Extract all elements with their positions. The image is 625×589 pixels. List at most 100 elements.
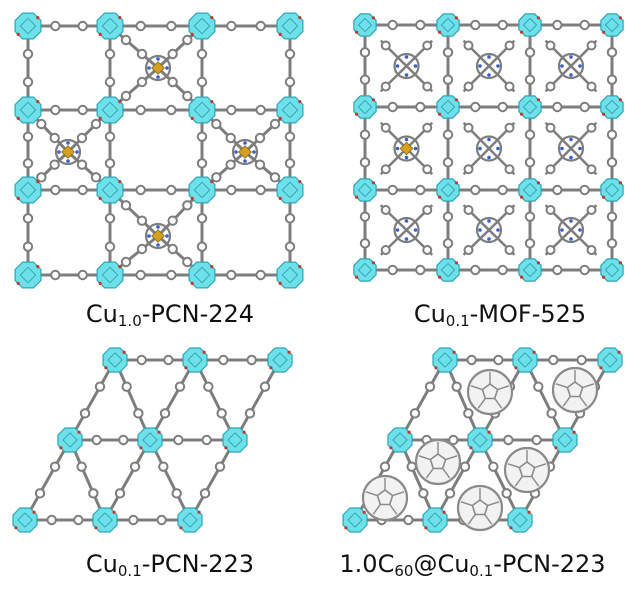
nitrogen-atom (569, 73, 573, 77)
panel-mof525 (353, 13, 624, 282)
nitrogen-atom (478, 146, 482, 151)
nitrogen-atom (578, 64, 582, 68)
oxygen-atom (618, 16, 623, 20)
nitrogen-atom (243, 159, 247, 163)
phenyl-ring (284, 131, 296, 142)
phenyl-ring (606, 129, 618, 140)
c60-bond (582, 383, 595, 389)
oxygen-atom (139, 446, 143, 450)
phenyl-ring (418, 488, 429, 499)
phenyl-ring (497, 184, 508, 196)
oxygen-atom (438, 195, 442, 199)
nitrogen-atom (165, 66, 169, 70)
oxygen-atom (389, 446, 393, 450)
oxygen-atom (157, 430, 161, 434)
phenyl-ring (120, 200, 132, 211)
phenyl-ring (359, 74, 371, 85)
zr-cluster-facet (512, 512, 528, 528)
phenyl-ring (545, 122, 556, 133)
c60-bond (445, 455, 458, 461)
oxygen-atom (278, 281, 282, 285)
phenyl-ring (91, 434, 102, 446)
linker-bond (233, 359, 282, 441)
oxygen-atom (509, 526, 513, 530)
zr-cluster-facet (392, 432, 408, 448)
nitrogen-atom (478, 64, 482, 68)
phenyl-ring (254, 132, 266, 144)
c60-bond (392, 491, 405, 497)
phenyl-ring (380, 164, 391, 175)
phenyl-ring (579, 101, 590, 113)
nitrogen-atom (560, 228, 564, 232)
phenyl-ring (548, 354, 559, 366)
phenyl-ring (104, 241, 116, 252)
c60-bond (579, 396, 588, 407)
phenyl-ring (422, 122, 433, 133)
phenyl-ring (586, 205, 597, 215)
zr-cluster-facet (427, 512, 443, 528)
nitrogen-atom (569, 219, 573, 223)
c60-bond (470, 385, 483, 391)
phenyl-ring (255, 269, 266, 281)
nitrogen-atom (252, 150, 256, 154)
phenyl-ring (159, 408, 171, 419)
phenyl-ring (199, 488, 211, 499)
phenyl-ring (579, 19, 590, 31)
zr-cluster-facet (187, 352, 203, 368)
phenyl-ring (269, 118, 281, 130)
oxygen-atom (602, 30, 606, 34)
phenyl-ring (182, 90, 193, 102)
nitrogen-atom (487, 73, 491, 77)
phenyl-ring (22, 241, 34, 252)
oxygen-atom (210, 100, 214, 104)
oxygen-atom (190, 32, 194, 37)
zr-cluster-facet (193, 101, 211, 119)
phenyl-ring (22, 76, 34, 88)
porphyrin-ring (231, 138, 259, 166)
phenyl-ring (49, 132, 60, 144)
phenyl-ring (50, 184, 61, 196)
zr-cluster-facet (522, 182, 538, 198)
phenyl-ring (196, 131, 208, 142)
c60-fullerene (361, 474, 409, 522)
c60-bond (487, 501, 500, 507)
caption-mof525: Cu0.1-MOF-525 (413, 300, 587, 330)
phenyl-ring (606, 211, 618, 222)
oxygen-atom (371, 261, 375, 265)
c60-bond (418, 455, 431, 461)
oxygen-atom (210, 180, 214, 184)
nitrogen-atom (395, 228, 400, 232)
panel-pcn224 (14, 12, 304, 289)
oxygen-atom (438, 275, 442, 279)
cu-metal-center (151, 229, 165, 243)
phenyl-ring (196, 241, 208, 252)
phenyl-ring (284, 76, 296, 88)
phenyl-ring (166, 104, 177, 116)
phenyl-ring (380, 122, 391, 133)
phenyl-ring (504, 81, 515, 92)
c60-bond (494, 398, 503, 409)
caption-c60-pcn223: 1.0C60@Cu0.1-PCN-223 (339, 550, 606, 580)
phenyl-ring (104, 131, 116, 142)
phenyl-ring (442, 157, 454, 168)
zr-cluster-facet (281, 181, 299, 199)
porphyrin-ring (475, 135, 503, 162)
nitrogen-atom (496, 146, 500, 151)
oxygen-atom (617, 350, 621, 354)
phenyl-ring (415, 101, 426, 113)
nitrogen-atom (569, 137, 573, 142)
zr-cluster-facet (182, 512, 198, 528)
phenyl-ring (104, 76, 116, 88)
phenyl-ring (214, 461, 226, 472)
c60-bond (425, 468, 434, 479)
c60-pentagon (429, 453, 447, 470)
c60-fullerene (503, 446, 551, 494)
zr-cluster-facet (517, 352, 533, 368)
phenyl-ring (470, 19, 481, 31)
oxygen-atom (438, 112, 442, 116)
phenyl-ring (463, 81, 474, 92)
oxygen-atom (554, 446, 558, 450)
oxygen-atom (118, 16, 122, 20)
nitrogen-atom (404, 155, 409, 160)
phenyl-ring (50, 20, 61, 32)
